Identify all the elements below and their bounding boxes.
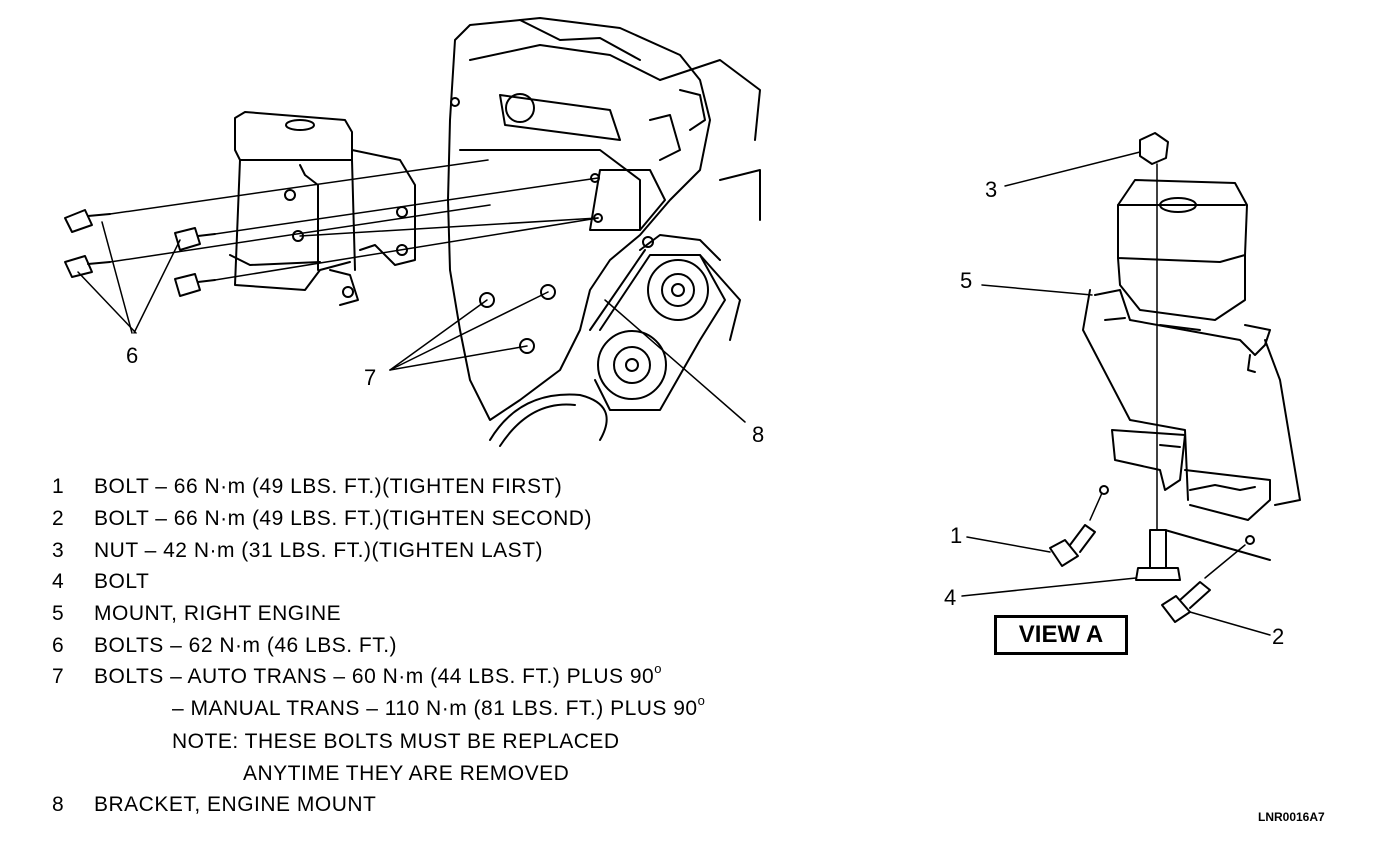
figure-code: LNR0016A7: [1258, 810, 1325, 824]
legend-note-line-2: ANYTIME THEY ARE REMOVED: [243, 762, 570, 785]
engine-front-cover: [447, 17, 761, 421]
legend-note-line-1: NOTE: THESE BOLTS MUST BE REPLACED: [172, 730, 620, 753]
callout-1: 1: [950, 523, 963, 548]
callout-7: 7: [364, 365, 377, 390]
callout-4: 4: [944, 585, 957, 610]
left-leader-lines: [77, 221, 746, 423]
left-bolts: [64, 209, 216, 297]
view-a-label: VIEW A: [994, 615, 1128, 655]
bolt-1: [1049, 485, 1109, 567]
right-leader-lines: [961, 151, 1271, 636]
callout-3: 3: [985, 177, 998, 202]
bolt-4: [1135, 163, 1181, 581]
nut-3: [1139, 132, 1169, 165]
pulleys-and-belt: [489, 234, 741, 447]
callout-8: 8: [752, 422, 765, 447]
legend-item-7-manual: – MANUAL TRANS – 110 N·m (81 LBS. FT.) P…: [172, 693, 706, 720]
callout-6: 6: [126, 343, 139, 368]
callout-5: 5: [960, 268, 973, 293]
callout-2: 2: [1272, 624, 1285, 649]
view-a-mount: [1082, 179, 1301, 561]
bolt-2: [1161, 535, 1255, 623]
